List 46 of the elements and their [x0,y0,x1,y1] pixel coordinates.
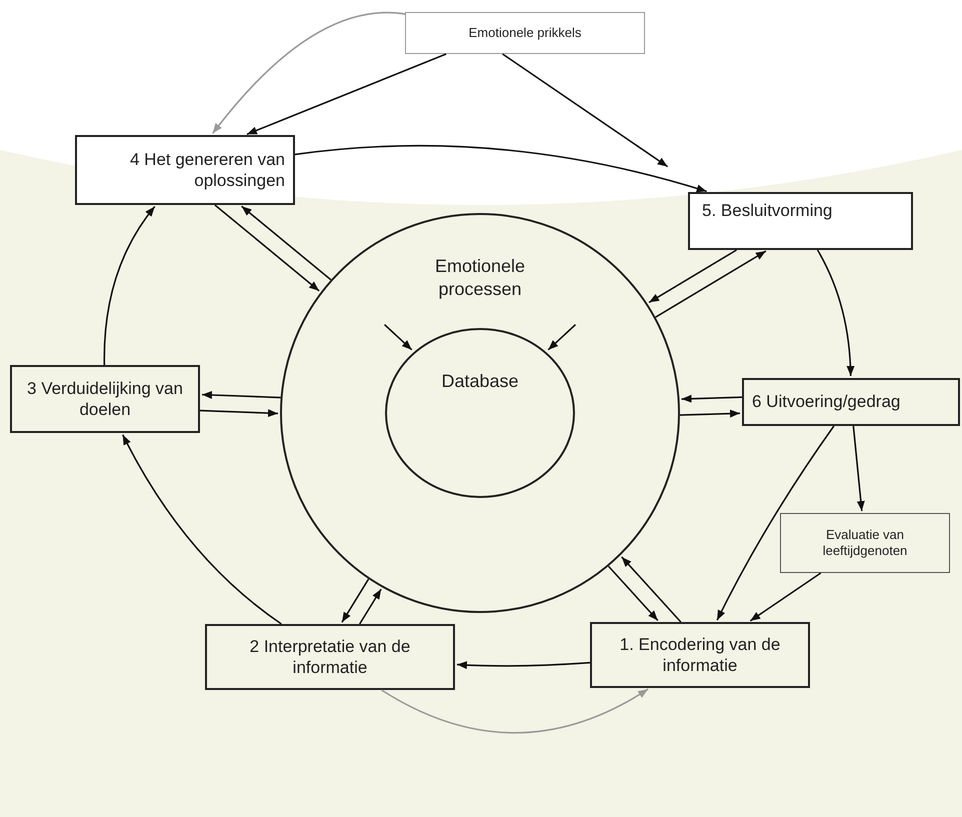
box-label: 1. Encodering van de informatie [618,634,782,676]
circle-label: Database [440,370,520,392]
arrow [359,588,382,624]
arrow [212,12,406,134]
arrow [214,204,320,292]
process-box [688,192,913,250]
box-label: 6 Uitvoering/gedrag [752,391,900,414]
arrow [621,556,682,623]
arrow [750,572,822,622]
arrow [381,688,648,734]
arrow [655,250,766,318]
box-label: 4 Het genereren van oplossingen [129,148,285,192]
arrow [294,145,707,192]
process-box [75,135,295,205]
process-box [780,513,950,573]
arrow [682,394,742,403]
arrow [608,566,658,622]
process-box [205,624,455,690]
box-label: 2 Interpretatie van de informatie [248,636,412,678]
arrow [716,426,835,621]
arrow [241,206,332,280]
process-box [10,365,200,433]
process-box [742,378,960,426]
arrow [648,249,737,304]
inner-circle [385,328,575,498]
arrow [816,250,854,376]
arrow [384,324,412,350]
box-label: Emotionele prikkels [468,24,582,42]
arrow [246,53,446,135]
arrow [502,53,668,168]
process-box [590,622,810,688]
arrow [456,661,590,670]
box-label: 5. Besluitvorming [702,200,832,222]
box-label: 3 Verduidelijking van doelen [26,378,184,420]
arrow [122,434,282,625]
arrow [341,578,370,623]
arrow [104,206,156,365]
circle-label: Emotionele processen [434,255,526,300]
arrow [680,410,740,418]
outer-circle [280,213,680,613]
arrow [200,409,278,418]
arrow [202,391,281,399]
arrow [548,324,576,350]
arrow [852,426,865,512]
process-box [405,12,645,54]
box-label: Evaluatie van leeftijdgenoten [822,526,908,560]
